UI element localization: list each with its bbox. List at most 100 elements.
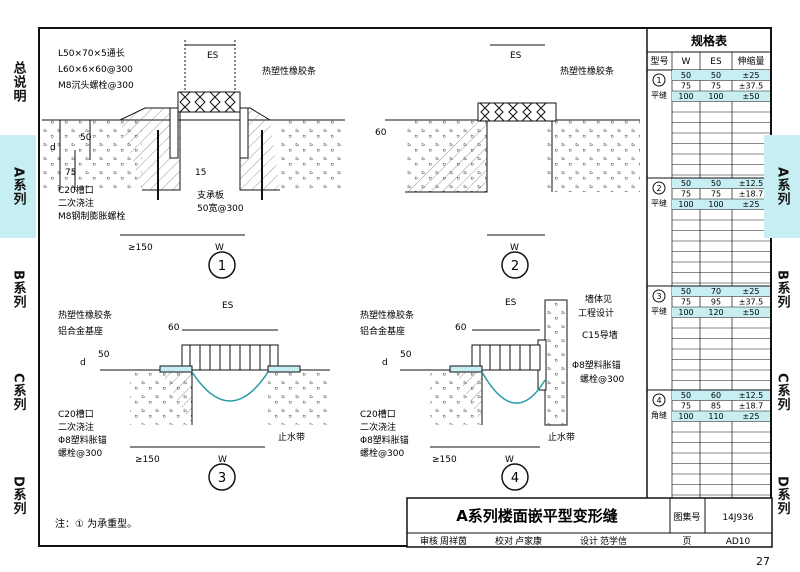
d3-w: W	[218, 455, 227, 465]
d2-60: 60	[375, 128, 387, 138]
tab-label: 总说明	[10, 60, 26, 103]
design-name: 范学信	[600, 535, 627, 547]
drawing-frame	[38, 27, 772, 547]
d1-anchor-bolt: M8钢制膨胀螺栓	[58, 210, 126, 222]
spec-header-1: W	[682, 57, 691, 67]
d3-50: 50	[98, 350, 110, 360]
tab-label: B系列	[10, 270, 26, 309]
spec-cell: ±37.5	[739, 298, 764, 307]
spec-cell: 50	[681, 287, 691, 296]
spec-header-0: 型号	[650, 56, 668, 67]
design-label: 设计	[580, 535, 598, 547]
spec-cell: 75	[681, 402, 691, 411]
check-name: 卢家康	[515, 535, 542, 547]
spec-group-number: 3	[656, 292, 661, 301]
spec-cell: ±50	[743, 308, 760, 317]
d1-rubber: 热塑性橡胶条	[262, 65, 316, 77]
spec-cell: 75	[681, 82, 691, 91]
circle-3: 3	[218, 471, 226, 486]
spec-row-highlight	[672, 286, 770, 297]
spec-row-highlight	[672, 70, 770, 81]
d3-base: 铝合金基座	[58, 325, 103, 337]
d3-anchor: Φ8塑料胀锚	[58, 434, 107, 446]
spec-cell: 120	[708, 308, 723, 317]
d1-angle-long: L50×70×5通长	[58, 47, 125, 59]
d3-waterstop: 止水带	[278, 431, 305, 443]
tab-left-0[interactable]: 总说明	[0, 28, 36, 135]
d3-anchor2: 螺栓@300	[58, 447, 102, 459]
d2-w: W	[510, 243, 519, 253]
spec-cell: ±12.5	[739, 179, 764, 188]
detail-3: 3 ES 60 W ≥150 d 50 热塑性橡胶条 铝合金基座 C20槽口 二…	[58, 301, 330, 491]
circle-1: 1	[218, 259, 226, 274]
spec-cell: 50	[681, 71, 691, 80]
d3-es: ES	[222, 301, 234, 311]
d4-rubber: 热塑性橡胶条	[360, 309, 414, 321]
tab-label: D系列	[774, 475, 790, 516]
page-number: 27	[756, 555, 770, 568]
d3-rubber: 热塑性橡胶条	[58, 309, 112, 321]
spec-row-highlight	[672, 307, 770, 318]
atlas-label: 图集号	[673, 511, 700, 523]
spec-group-badge	[652, 393, 666, 407]
d1-groove: C20槽口	[58, 184, 94, 196]
circle-2: 2	[511, 259, 519, 274]
detail-1: 1 ES W ≥150 d 75 50 15 L50×70×5通长 L60×6×…	[42, 40, 345, 279]
d1-support: 支承板	[197, 189, 224, 201]
spec-group-name: 平缝	[651, 90, 667, 100]
page-label: 页	[682, 536, 691, 547]
d4-wall: 墙体见	[585, 293, 612, 305]
d4-pour: 二次浇注	[360, 421, 396, 433]
d1-15: 15	[195, 168, 206, 178]
d1-50: 50	[80, 133, 92, 143]
spec-cell: 100	[678, 200, 693, 209]
tab-left-3[interactable]: C系列	[0, 341, 36, 444]
spec-cell: 95	[711, 298, 721, 307]
d4-es: ES	[505, 298, 517, 308]
spec-header-2: ES	[710, 57, 722, 67]
spec-cell: 70	[711, 287, 721, 296]
tab-label: A系列	[10, 166, 26, 207]
spec-cell: ±25	[743, 287, 760, 296]
spec-cell: ±37.5	[739, 82, 764, 91]
d4-50: 50	[400, 350, 412, 360]
tab-left-2[interactable]: B系列	[0, 238, 36, 341]
spec-table-title: 规格表	[691, 33, 728, 48]
tab-right-2[interactable]: C系列	[764, 341, 800, 444]
tab-label: D系列	[10, 475, 26, 516]
spec-group-name: 角缝	[651, 410, 667, 420]
tab-left-4[interactable]: D系列	[0, 444, 36, 547]
circle-4: 4	[511, 471, 519, 486]
spec-group-name: 平缝	[651, 198, 667, 208]
tab-right-3[interactable]: D系列	[764, 444, 800, 547]
review-label: 审核	[420, 535, 438, 547]
spec-row-highlight	[672, 178, 770, 189]
d2-rubber: 热塑性橡胶条	[560, 65, 614, 77]
spec-cell: ±25	[743, 412, 760, 421]
tab-label: B系列	[774, 270, 790, 309]
spec-cell: 75	[681, 190, 691, 199]
spec-cell: 100	[678, 412, 693, 421]
d3-d: d	[80, 358, 86, 368]
check-label: 校对	[495, 535, 513, 547]
d1-75: 75	[65, 168, 76, 178]
spec-cell: 50	[711, 179, 721, 188]
d3-60: 60	[168, 323, 180, 333]
spec-cell: ±25	[743, 71, 760, 80]
spec-group-number: 2	[656, 184, 661, 193]
spec-row-highlight	[672, 390, 770, 401]
note: 注：① 为承重型。	[55, 517, 137, 530]
tab-right-1[interactable]: B系列	[764, 238, 800, 341]
d4-60: 60	[455, 323, 467, 333]
spec-cell: ±50	[743, 92, 760, 101]
spec-group-number: 4	[656, 396, 661, 405]
d4-anchor-r2: 螺栓@300	[580, 373, 624, 385]
tab-right-0[interactable]: A系列	[764, 135, 800, 238]
spec-row-highlight	[672, 91, 770, 102]
page-code: AD10	[726, 537, 751, 547]
tab-label: C系列	[10, 373, 26, 412]
d1-pour: 二次浇注	[58, 197, 94, 209]
d3-gte150: ≥150	[135, 455, 160, 465]
tab-left-1[interactable]: A系列	[0, 135, 36, 238]
